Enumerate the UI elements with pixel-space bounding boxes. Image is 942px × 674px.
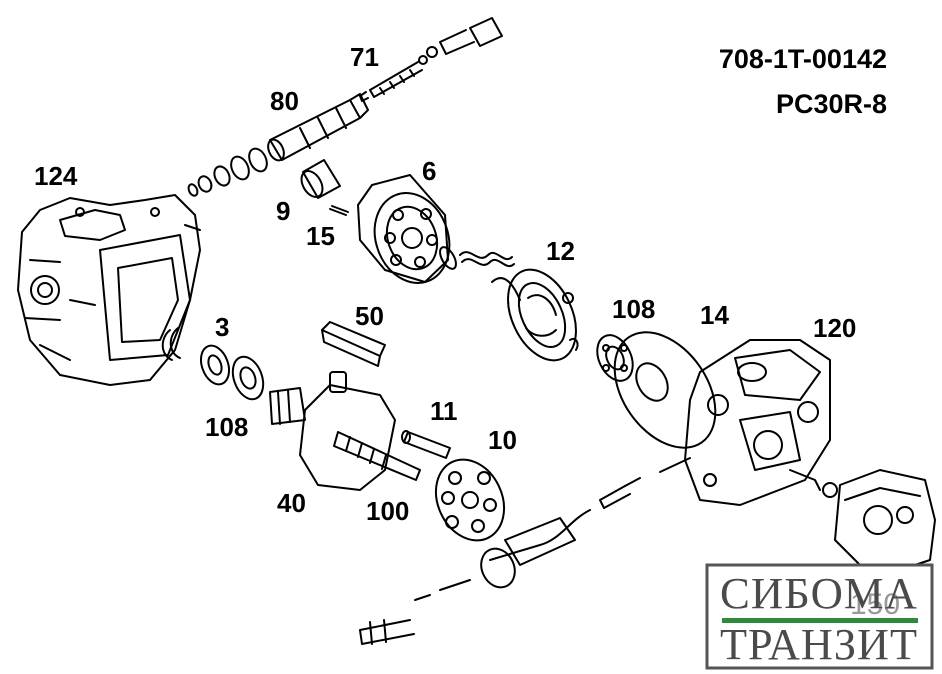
valve-spool-chain [359,457,691,645]
gear-pump-part-150 [834,469,936,571]
callout-120: 120 [813,313,856,343]
cylinder-block-part-6 [357,174,451,284]
snap-ring-part-3 [161,327,231,386]
pin-part-15 [329,205,349,216]
guide-part-11 [401,430,451,459]
callout-15: 15 [306,221,335,251]
callout-40: 40 [277,488,306,518]
seal-rings-row [187,147,268,197]
callout-6: 6 [422,156,436,186]
gasket-part-14 [613,331,717,449]
valve-assembly-part-71 [359,17,503,102]
callout-108-lower: 108 [205,412,248,442]
callout-71: 71 [350,42,379,72]
watermark-line-1: СИБОМА [720,569,918,618]
callout-14: 14 [700,300,729,330]
callout-50: 50 [355,301,384,331]
callout-12: 12 [546,236,575,266]
callout-11: 11 [430,396,458,426]
part-number: 708-1T-00142 [719,44,887,74]
bearing-lower-part-108 [231,355,265,401]
watermark-line-2: ТРАНЗИТ [720,620,918,669]
callout-3: 3 [215,312,229,342]
callout-9: 9 [276,196,290,226]
callout-80: 80 [270,86,299,116]
key-block-part-50 [321,321,386,367]
watermark-frame [705,563,934,670]
callout-100: 100 [366,496,409,526]
end-cover-part-120 [684,339,838,506]
drive-shaft-part-100 [333,431,421,481]
model-number: PC30R-8 [776,89,887,119]
callout-124: 124 [34,161,78,191]
servo-piston-part-80 [267,93,369,162]
retainer-plate-part-10 [434,458,506,542]
bearing-upper-part-108 [569,334,634,382]
callout-150: 150 [850,588,900,621]
swash-plate-part-40 [269,371,396,491]
callout-10: 10 [488,425,517,455]
pump-housing-part-124 [17,194,201,386]
bushing-part-9 [300,159,341,199]
watermark-logo: 150 СИБОМА ТРАНЗИТ [705,563,934,670]
callout-108-upper: 108 [612,294,655,324]
valve-plate-part-12 [507,268,577,362]
watermark-accent-bar [722,618,918,623]
